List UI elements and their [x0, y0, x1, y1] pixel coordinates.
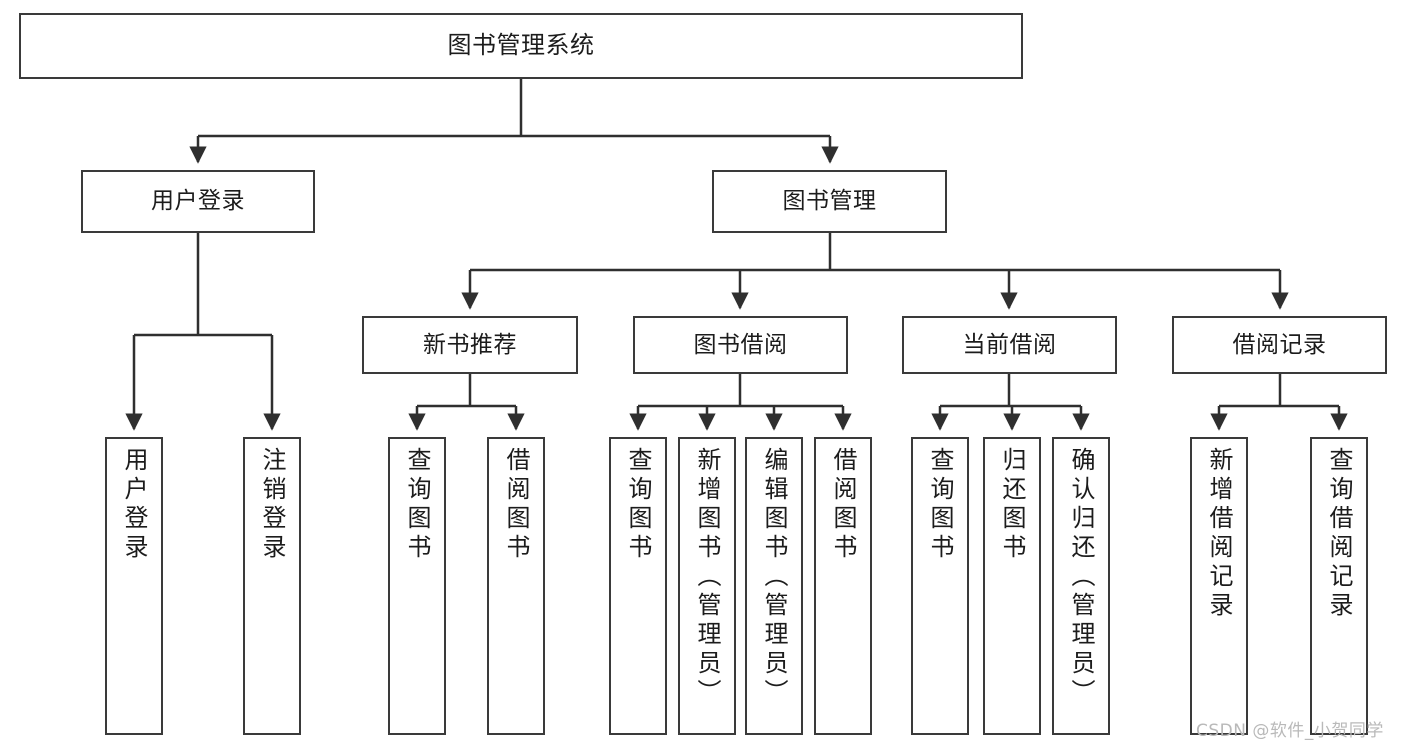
leaf-node[interactable]: 新增借阅记录: [1190, 437, 1248, 735]
node-new-book-recommend[interactable]: 新书推荐: [362, 316, 578, 374]
node-current-borrow-label: 当前借阅: [962, 331, 1057, 358]
node-book-management[interactable]: 图书管理: [712, 170, 947, 233]
node-borrow-record-label: 借阅记录: [1232, 331, 1327, 358]
node-user-login[interactable]: 用户登录: [81, 170, 315, 233]
leaf-node[interactable]: 用户登录: [105, 437, 163, 735]
leaf-node-label: 查询图书: [624, 447, 652, 563]
node-borrow-record[interactable]: 借阅记录: [1172, 316, 1387, 374]
node-book-management-label: 图书管理: [782, 188, 877, 215]
csdn-watermark: CSDN @软件_小贺同学: [1196, 721, 1384, 741]
leaf-node-label: 编辑图书（管理员）: [760, 447, 788, 708]
leaf-node-label: 新增借阅记录: [1205, 447, 1233, 621]
leaf-node[interactable]: 借阅图书: [814, 437, 872, 735]
leaf-node[interactable]: 借阅图书: [487, 437, 545, 735]
node-current-borrow[interactable]: 当前借阅: [902, 316, 1117, 374]
leaf-node-label: 查询图书: [926, 447, 954, 563]
node-new-book-recommend-label: 新书推荐: [423, 331, 517, 358]
node-root-label: 图书管理系统: [447, 31, 595, 60]
leaf-node[interactable]: 查询图书: [388, 437, 446, 735]
leaf-node-label: 查询图书: [403, 447, 431, 563]
leaf-node[interactable]: 新增图书（管理员）: [678, 437, 736, 735]
node-book-borrow-label: 图书借阅: [693, 331, 788, 358]
leaf-node-label: 新增图书（管理员）: [693, 447, 721, 708]
leaf-node-label: 借阅图书: [502, 447, 530, 563]
leaf-node-label: 用户登录: [120, 447, 148, 563]
leaf-node[interactable]: 查询借阅记录: [1310, 437, 1368, 735]
node-root[interactable]: 图书管理系统: [19, 13, 1023, 79]
leaf-node[interactable]: 归还图书: [983, 437, 1041, 735]
node-book-borrow[interactable]: 图书借阅: [633, 316, 848, 374]
leaf-node[interactable]: 注销登录: [243, 437, 301, 735]
leaf-node[interactable]: 编辑图书（管理员）: [745, 437, 803, 735]
leaf-node-label: 查询借阅记录: [1325, 447, 1353, 621]
leaf-node-label: 注销登录: [258, 447, 286, 563]
leaf-node[interactable]: 查询图书: [911, 437, 969, 735]
leaf-node[interactable]: 查询图书: [609, 437, 667, 735]
leaf-node-label: 借阅图书: [829, 447, 857, 563]
leaf-node[interactable]: 确认归还（管理员）: [1052, 437, 1110, 735]
node-user-login-label: 用户登录: [151, 188, 245, 215]
leaf-node-label: 确认归还（管理员）: [1067, 447, 1095, 708]
leaf-node-label: 归还图书: [998, 447, 1026, 563]
